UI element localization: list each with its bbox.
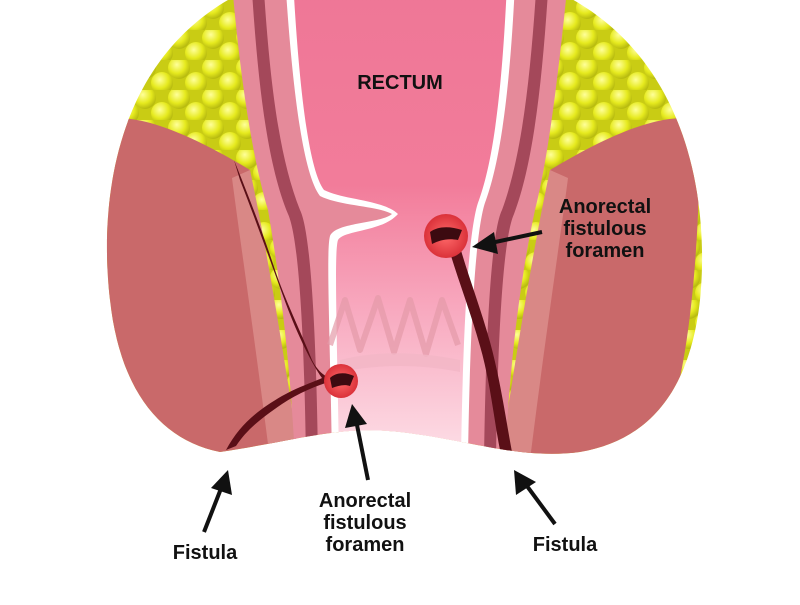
foramen-bottom-line-2: fistulous	[323, 512, 407, 534]
foramen-right-label: Anorectal fistulous foramen	[540, 196, 670, 262]
foramen-bottom-line-3: foramen	[325, 534, 405, 556]
foramen-right	[424, 214, 468, 258]
foramen-right-line-1: Anorectal	[558, 196, 652, 218]
foramen-bottom-label: Anorectal fistulous foramen	[300, 490, 430, 556]
foramen-bottom	[324, 364, 358, 398]
fistula-tract-right	[448, 240, 512, 452]
fistula-left-label: Fistula	[172, 542, 238, 564]
cross-section	[106, 0, 703, 454]
foramen-right-line-2: fistulous	[563, 218, 647, 240]
rectum-label: RECTUM	[357, 72, 443, 94]
fistula-right-label: Fistula	[532, 534, 598, 556]
foramen-bottom-line-1: Anorectal	[318, 490, 412, 512]
anal-columns	[327, 295, 461, 357]
arrows	[202, 230, 557, 533]
foramen-right-line-3: foramen	[565, 240, 645, 262]
